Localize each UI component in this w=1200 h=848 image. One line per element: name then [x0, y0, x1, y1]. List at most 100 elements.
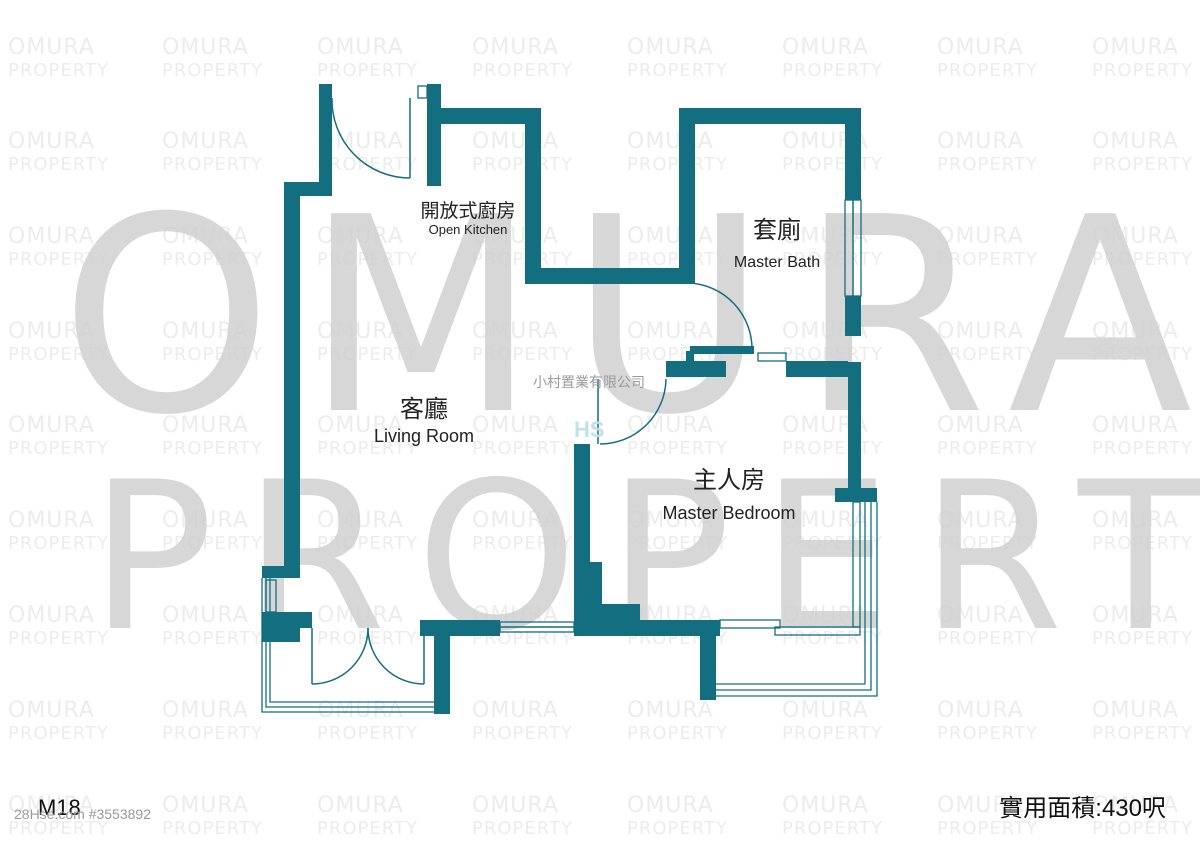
watermark-tile-line1: OMURA	[317, 793, 404, 818]
watermark-tile-line1: OMURA	[472, 35, 559, 60]
watermark-tile-line2: PROPERTY	[162, 818, 263, 839]
watermark-tile-line2: PROPERTY	[472, 249, 573, 270]
watermark-tile-line2: PROPERTY	[162, 249, 263, 270]
large-watermark-line1: OMURA	[60, 159, 1200, 474]
watermark-tile-line2: PROPERTY	[317, 533, 418, 554]
watermark-tile-line2: PROPERTY	[937, 533, 1038, 554]
watermark-tile-line2: PROPERTY	[472, 344, 573, 365]
watermark-tile-line2: PROPERTY	[8, 438, 109, 459]
watermark-tile-line2: PROPERTY	[472, 154, 573, 175]
watermark-tile-line1: OMURA	[8, 129, 95, 154]
watermark-tile-line1: OMURA	[1092, 413, 1179, 438]
large-watermark: OMURA PROPERTY	[60, 159, 1200, 677]
watermark-tile-line1: OMURA	[627, 35, 714, 60]
master-bedroom-label-zh: 主人房	[693, 466, 765, 494]
watermark-tile-line2: PROPERTY	[472, 818, 573, 839]
watermark-tile-line1: OMURA	[472, 224, 559, 249]
watermark-tile-line1: OMURA	[162, 698, 249, 723]
watermark-tile-line2: PROPERTY	[937, 818, 1038, 839]
watermark-tile-line1: OMURA	[162, 413, 249, 438]
watermark-tile-line2: PROPERTY	[1092, 60, 1193, 81]
watermark-tile-line1: OMURA	[472, 793, 559, 818]
watermark-tile-line2: PROPERTY	[472, 438, 573, 459]
watermark-tile-line2: PROPERTY	[937, 723, 1038, 744]
watermark-tile-line2: PROPERTY	[162, 60, 263, 81]
watermark-tile-line2: PROPERTY	[317, 438, 418, 459]
watermark-tile-line1: OMURA	[1092, 224, 1179, 249]
room-label-living: 客廳 Living Room	[374, 395, 474, 446]
watermark-tile-line1: OMURA	[627, 129, 714, 154]
kitchen-label-zh: 開放式廚房	[420, 199, 515, 222]
watermark-tile-line1: OMURA	[162, 224, 249, 249]
room-label-master-bath: 套廁 Master Bath	[734, 216, 820, 271]
watermark-tile-line1: OMURA	[8, 319, 95, 344]
kitchen-label-en: Open Kitchen	[429, 222, 508, 237]
watermark-tile-line1: OMURA	[627, 413, 714, 438]
watermark-tile-line2: PROPERTY	[782, 344, 883, 365]
hs-watermark: HS	[574, 417, 605, 442]
watermark-tile-line2: PROPERTY	[1092, 723, 1193, 744]
watermark-tile-line2: PROPERTY	[1092, 438, 1193, 459]
watermark-tile-line1: OMURA	[162, 603, 249, 628]
listing-id: 28Hse.com #3553892	[14, 806, 151, 822]
watermark-tile-line2: PROPERTY	[162, 438, 263, 459]
watermark-tile-line2: PROPERTY	[782, 628, 883, 649]
watermark-tile-line1: OMURA	[782, 698, 869, 723]
watermark-tile-line2: PROPERTY	[782, 818, 883, 839]
watermark-tile-line1: OMURA	[472, 508, 559, 533]
watermark-tile-line1: OMURA	[162, 129, 249, 154]
watermark-tile-line2: PROPERTY	[8, 344, 109, 365]
watermark-tile-line1: OMURA	[627, 319, 714, 344]
watermark-tile-line2: PROPERTY	[317, 249, 418, 270]
watermark-tile-line1: OMURA	[317, 319, 404, 344]
living-label-zh: 客廳	[400, 395, 448, 423]
watermark-tile-line1: OMURA	[627, 224, 714, 249]
watermark-tile-line1: OMURA	[317, 508, 404, 533]
watermark-tile-line1: OMURA	[937, 508, 1024, 533]
watermark-tile-line1: OMURA	[8, 224, 95, 249]
agency-watermark: 小村置業有限公司	[533, 374, 645, 390]
watermark-tile-line1: OMURA	[627, 698, 714, 723]
floor-plan-windows	[261, 85, 878, 713]
watermark-tile-line1: OMURA	[162, 319, 249, 344]
watermark-tile-line2: PROPERTY	[627, 723, 728, 744]
watermark-tile-line1: OMURA	[937, 129, 1024, 154]
watermark-tile-line2: PROPERTY	[8, 818, 109, 839]
watermark-tile-line1: OMURA	[8, 35, 95, 60]
watermark-tile-line1: OMURA	[937, 319, 1024, 344]
watermark-tile-line2: PROPERTY	[937, 628, 1038, 649]
watermark-tile-line2: PROPERTY	[627, 249, 728, 270]
watermark-tile-line1: OMURA	[937, 698, 1024, 723]
watermark-tile-line1: OMURA	[162, 35, 249, 60]
watermark-tile-line1: OMURA	[937, 35, 1024, 60]
master-bedroom-label-en: Master Bedroom	[662, 503, 795, 523]
watermark-tile-line1: OMURA	[317, 603, 404, 628]
watermark-tile-line1: OMURA	[8, 413, 95, 438]
watermark-tile-line2: PROPERTY	[627, 154, 728, 175]
watermark-tile-line1: OMURA	[317, 224, 404, 249]
watermark-tile-line1: OMURA	[937, 793, 1024, 818]
watermark-tile-line1: OMURA	[472, 319, 559, 344]
watermark-tile-line2: PROPERTY	[1092, 818, 1193, 839]
watermark-tile-line1: OMURA	[937, 413, 1024, 438]
watermark-tile-line1: OMURA	[8, 793, 95, 818]
watermark-tile-line1: OMURA	[162, 508, 249, 533]
watermark-tile-line1: OMURA	[317, 413, 404, 438]
watermark-tile-line1: OMURA	[1092, 603, 1179, 628]
watermark-tile-line2: PROPERTY	[472, 723, 573, 744]
watermark-tile-line2: PROPERTY	[1092, 533, 1193, 554]
watermark-tile-line2: PROPERTY	[8, 60, 109, 81]
watermark-tile-line1: OMURA	[627, 793, 714, 818]
watermark-tile-line1: OMURA	[1092, 793, 1179, 818]
watermark-tile-line2: PROPERTY	[937, 438, 1038, 459]
watermark-tile-line1: OMURA	[1092, 129, 1179, 154]
watermark-tile-line1: OMURA	[472, 413, 559, 438]
watermark-tile-line2: PROPERTY	[627, 533, 728, 554]
watermark-tile-line2: PROPERTY	[317, 818, 418, 839]
watermark-tile-line2: PROPERTY	[937, 249, 1038, 270]
watermark-tile-line2: PROPERTY	[627, 438, 728, 459]
watermark-tile-line2: PROPERTY	[317, 723, 418, 744]
watermark-tile-line2: PROPERTY	[937, 60, 1038, 81]
watermark-tile-line1: OMURA	[627, 508, 714, 533]
